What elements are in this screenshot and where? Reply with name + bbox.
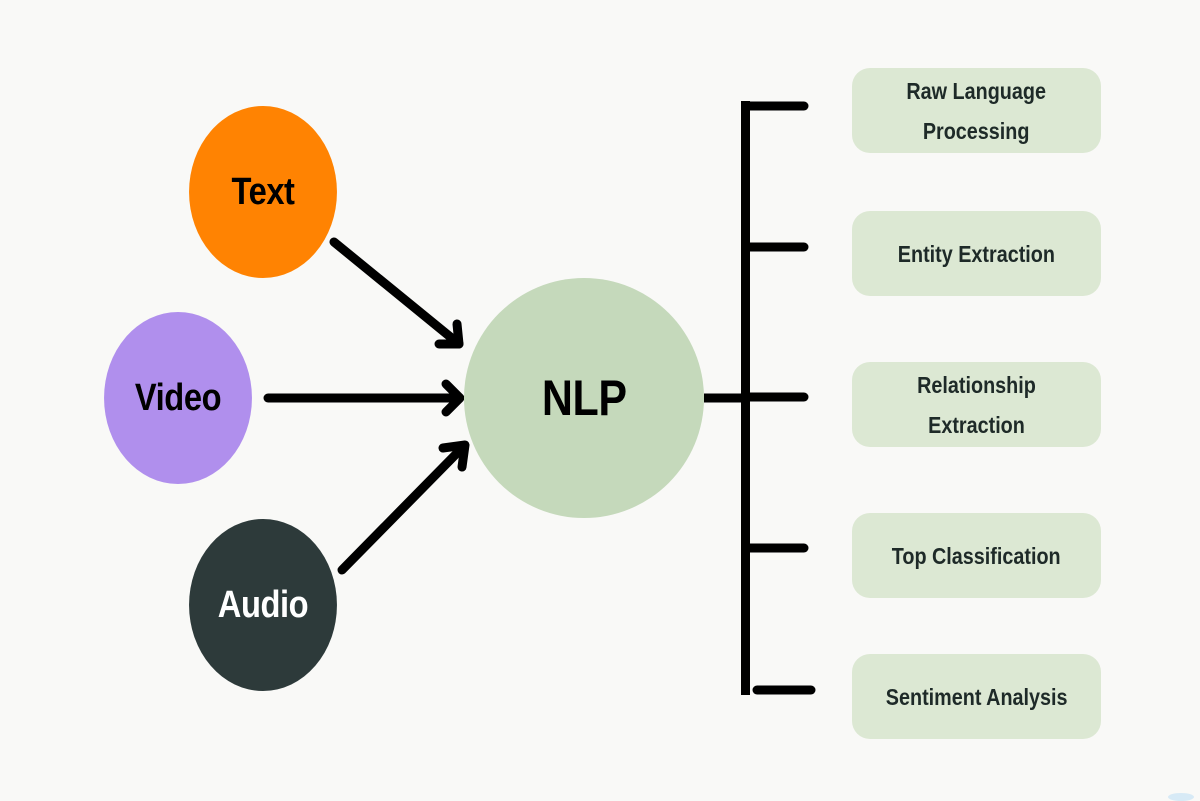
- output-box-top-classification: Top Classification: [852, 513, 1101, 598]
- nlp-center-label: NLP: [541, 370, 627, 426]
- nlp-center-node: NLP: [464, 278, 704, 518]
- corner-decoration: [1168, 793, 1194, 801]
- arrow-audio-to-nlp: [337, 440, 470, 575]
- input-node-audio-label: Audio: [217, 583, 309, 626]
- arrow-video-to-nlp: [263, 379, 465, 417]
- output-label: Top Classification: [892, 542, 1061, 569]
- output-label: Sentiment Analysis: [885, 683, 1068, 710]
- bracket-spine: [741, 101, 750, 695]
- output-label: Raw Language Processing: [906, 77, 1047, 144]
- output-box-relationship-extraction: Relationship Extraction: [852, 362, 1101, 447]
- input-node-video: Video: [104, 312, 252, 484]
- output-box-entity-extraction: Entity Extraction: [852, 211, 1101, 296]
- input-node-audio: Audio: [189, 519, 337, 691]
- input-node-text-label: Text: [231, 170, 295, 213]
- output-box-raw-language-processing: Raw Language Processing: [852, 68, 1101, 153]
- output-label: Entity Extraction: [897, 240, 1056, 267]
- output-label: Relationship Extraction: [917, 371, 1036, 438]
- input-node-video-label: Video: [134, 376, 222, 419]
- output-box-sentiment-analysis: Sentiment Analysis: [852, 654, 1101, 739]
- arrow-text-to-nlp: [329, 237, 464, 349]
- input-node-text: Text: [189, 106, 337, 278]
